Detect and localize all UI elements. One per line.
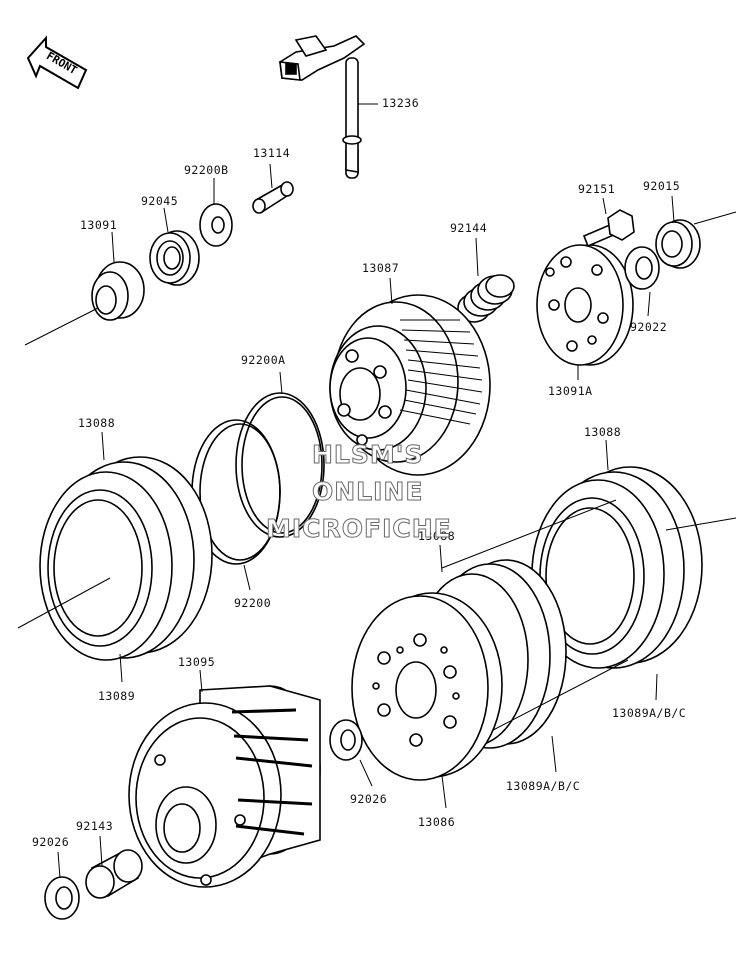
part-label-13089abc-mid: 13089A/B/C — [506, 779, 581, 793]
spring-plate — [536, 244, 634, 366]
push-rod — [252, 181, 294, 214]
part-label-92022: 92022 — [630, 320, 668, 334]
part-label-92026-mid: 92026 — [350, 792, 388, 806]
clutch-release-shaft — [279, 35, 366, 179]
bearing-collar — [91, 261, 145, 321]
part-label-13091: 13091 — [80, 218, 118, 232]
friction-plates-left — [39, 456, 213, 661]
part-label-13114: 13114 — [253, 146, 291, 160]
part-label-13088-mid: 13088 — [418, 529, 456, 543]
part-label-92143: 92143 — [76, 819, 114, 833]
part-label-13088-left: 13088 — [78, 416, 116, 430]
part-label-13091a: 13091A — [548, 384, 593, 398]
leader-lines — [57, 103, 675, 879]
watermark-line-2: ONLINE — [311, 477, 424, 507]
part-label-92015: 92015 — [643, 179, 681, 193]
clutch-housing — [128, 685, 321, 888]
part-label-92151: 92151 — [578, 182, 616, 196]
washer-92200b — [199, 203, 233, 247]
clutch-hub — [329, 294, 491, 476]
ball-bearing — [149, 230, 200, 286]
part-label-92045: 92045 — [141, 194, 179, 208]
washer-92022 — [624, 246, 660, 290]
clutch-spring — [457, 274, 515, 323]
part-label-92026-left: 92026 — [32, 835, 70, 849]
clutch-bolt — [582, 209, 635, 248]
part-label-13236: 13236 — [382, 96, 420, 110]
clutch-nut — [655, 219, 701, 269]
part-label-13089abc-right: 13089A/B/C — [612, 706, 687, 720]
part-label-13086: 13086 — [418, 815, 456, 829]
part-label-13089: 13089 — [98, 689, 136, 703]
part-label-13087: 13087 — [362, 261, 400, 275]
washer-92026-mid — [329, 719, 363, 761]
part-label-92200: 92200 — [234, 596, 272, 610]
sleeve-bushing — [85, 849, 143, 899]
o-ring-92200a — [235, 392, 325, 538]
watermark-line-3: MICROFICHE — [266, 514, 452, 544]
watermark-line-1: HLSM'S — [311, 440, 424, 470]
front-arrow-icon: FRONT — [26, 35, 88, 90]
part-label-13088-right: 13088 — [584, 425, 622, 439]
friction-plates-right — [531, 466, 703, 669]
part-label-92200a: 92200A — [241, 353, 286, 367]
washer-92026-left — [44, 876, 80, 920]
pressure-plate — [351, 592, 503, 781]
plate-stack-outline — [441, 499, 629, 743]
part-label-92144: 92144 — [450, 221, 488, 235]
part-label-13095: 13095 — [178, 655, 216, 669]
part-label-92200b: 92200B — [184, 163, 229, 177]
